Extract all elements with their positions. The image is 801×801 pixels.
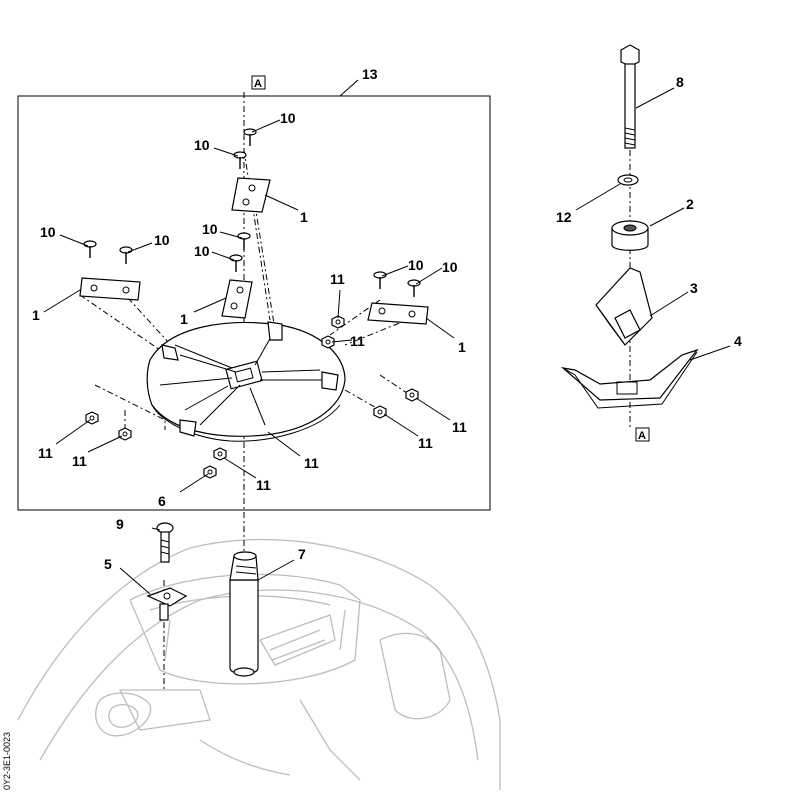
- callout-8: 8: [676, 74, 684, 90]
- callout-11: 11: [38, 445, 53, 461]
- reference-mark-top: A: [251, 75, 266, 90]
- bolt: [620, 44, 640, 149]
- callout-13: 13: [362, 66, 378, 82]
- spacer: [611, 220, 649, 251]
- washer: [617, 174, 639, 186]
- callout-11: 11: [330, 271, 345, 287]
- document-number: 0Y2-3E1-0023: [2, 731, 12, 790]
- callout-3: 3: [690, 280, 698, 296]
- mower-deck-housing: [17, 538, 501, 790]
- blade: [560, 348, 699, 409]
- callout-10: 10: [408, 257, 424, 273]
- callout-1: 1: [458, 339, 466, 355]
- callout-12: 12: [556, 209, 572, 225]
- callout-4: 4: [734, 333, 742, 349]
- callout-10: 10: [194, 137, 210, 153]
- callout-5: 5: [104, 556, 112, 572]
- reference-mark-label: A: [254, 78, 262, 90]
- callout-labels: 13 10 10 1 10 10 10 10 10 10 1 1 1 11 11…: [32, 66, 742, 572]
- plate-top: [231, 177, 271, 213]
- callout-11: 11: [256, 477, 271, 493]
- callout-10: 10: [40, 224, 56, 240]
- callout-10: 10: [154, 232, 170, 248]
- callout-7: 7: [298, 546, 306, 562]
- callout-10: 10: [280, 110, 296, 126]
- callout-10: 10: [202, 221, 218, 237]
- callout-11: 6: [158, 493, 166, 509]
- screw-9: [156, 522, 174, 563]
- callout-10: 10: [194, 243, 210, 259]
- callout-9: 9: [116, 516, 124, 532]
- leader-lines: [43, 79, 731, 595]
- adapter-shaft: [229, 551, 259, 677]
- bracket: [146, 587, 188, 621]
- callout-1: 1: [180, 311, 188, 327]
- plates: [79, 177, 429, 325]
- screws: [83, 128, 421, 297]
- plate-center: [221, 279, 253, 319]
- reference-mark-label: A: [638, 430, 646, 442]
- callout-10: 10: [442, 259, 458, 275]
- callout-11: 11: [72, 453, 87, 469]
- cutter-plate: [146, 321, 346, 442]
- blade-holder: [595, 267, 653, 346]
- reference-mark-blade: A: [635, 427, 650, 442]
- callout-11: 11: [350, 333, 365, 349]
- callout-6: 11: [304, 455, 319, 471]
- plate-left: [79, 277, 141, 301]
- plate-right: [367, 302, 429, 325]
- callout-11: 11: [452, 419, 467, 435]
- callout-1: 1: [300, 209, 308, 225]
- callout-2: 2: [686, 196, 694, 212]
- callout-11: 11: [418, 435, 433, 451]
- kit-frame: [17, 95, 491, 511]
- callout-1: 1: [32, 307, 40, 323]
